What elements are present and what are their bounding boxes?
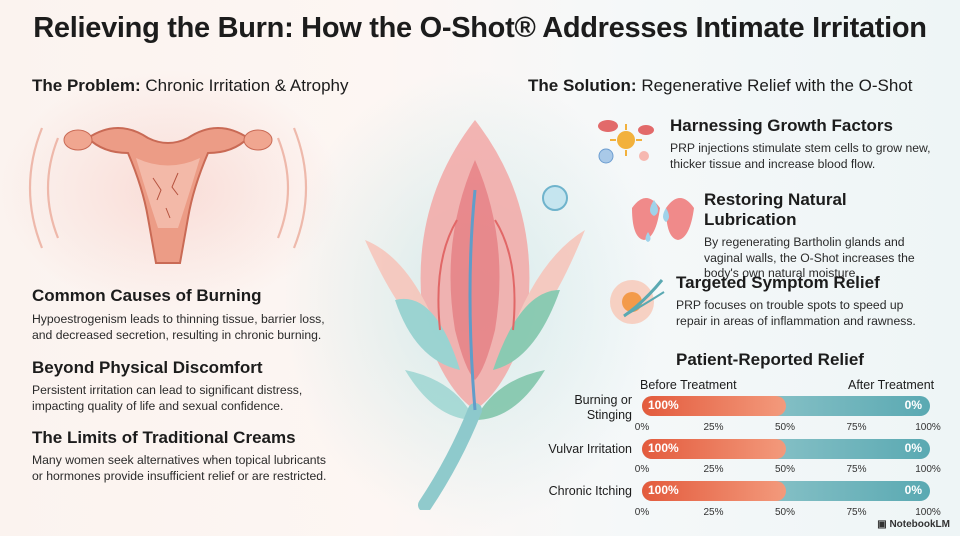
- relief-tick-label: 50%: [774, 507, 796, 518]
- solution-item-title: Harnessing Growth Factors: [670, 116, 893, 135]
- relief-tick-label: 0%: [634, 464, 650, 475]
- relief-ticks-itching: 0% 25% 50% 75% 100%: [0, 507, 960, 519]
- problem-item-text: Hypoestrogenism leads to thinning tissue…: [32, 312, 325, 342]
- relief-row-label: Vulvar Irritation: [548, 442, 632, 456]
- relief-tick-label: 75%: [846, 464, 867, 475]
- relief-tick-label: 75%: [846, 422, 867, 433]
- solution-item-growth-factors: Harnessing Growth Factors PRP injections…: [670, 116, 940, 172]
- problem-heading-rest: Chronic Irritation & Atrophy: [140, 76, 349, 95]
- problem-item-title: Common Causes of Burning: [32, 286, 262, 305]
- problem-item-discomfort: Beyond Physical Discomfort Persistent ir…: [32, 358, 332, 414]
- problem-item-text: Persistent irritation can lead to signif…: [32, 383, 303, 413]
- relief-bar-track: 100% 0%: [642, 439, 930, 459]
- problem-heading-bold: The Problem:: [32, 76, 141, 95]
- relief-tick-label: 50%: [774, 464, 796, 475]
- lubrication-icon: [632, 198, 694, 242]
- relief-tick-label: 25%: [703, 464, 724, 475]
- solution-item-title: Targeted Symptom Relief: [676, 273, 880, 292]
- relief-title: Patient-Reported Relief: [676, 350, 864, 369]
- relief-tick-label: 50%: [774, 422, 796, 433]
- relief-tick-label: 75%: [846, 507, 867, 518]
- solution-heading: The Solution: Regenerative Relief with t…: [528, 76, 913, 96]
- relief-bar-fill: [642, 439, 786, 459]
- page-title: Relieving the Burn: How the O-Shot® Addr…: [33, 12, 927, 44]
- problem-item-creams: The Limits of Traditional Creams Many wo…: [32, 428, 332, 484]
- relief-bar-fill: [642, 396, 786, 416]
- relief-row-label: Burning or Stinging: [574, 393, 632, 422]
- solution-item-text: PRP injections stimulate stem cells to g…: [670, 141, 931, 171]
- floral-illustration: [365, 120, 585, 510]
- relief-tick-label: 0%: [634, 422, 650, 433]
- solution-item-symptom-relief: Targeted Symptom Relief PRP focuses on t…: [676, 273, 936, 329]
- relief-before-value: 100%: [648, 483, 679, 497]
- relief-before-value: 100%: [648, 441, 679, 455]
- relief-tick-label: 25%: [703, 422, 724, 433]
- problem-item-title: Beyond Physical Discomfort: [32, 358, 263, 377]
- relief-bar-track: 100% 0%: [642, 396, 930, 416]
- growth-factor-icon: [598, 120, 654, 164]
- targeted-relief-icon: [610, 279, 665, 324]
- relief-tick-label: 100%: [915, 507, 941, 518]
- brand-logo: ▣ NotebookLM: [877, 519, 950, 530]
- solution-item-text: PRP focuses on trouble spots to speed up…: [676, 298, 916, 328]
- relief-tick-label: 100%: [915, 464, 941, 475]
- brand-name: NotebookLM: [889, 519, 950, 530]
- relief-before-value: 100%: [648, 398, 679, 412]
- relief-row-label: Chronic Itching: [548, 484, 632, 498]
- solution-item-lubrication: Restoring Natural Lubrication By regener…: [704, 190, 934, 282]
- solution-item-text: By regenerating Bartholin glands and vag…: [704, 235, 915, 280]
- relief-bar-fill: [642, 481, 786, 501]
- solution-heading-bold: The Solution:: [528, 76, 637, 95]
- relief-tick-label: 100%: [915, 422, 941, 433]
- problem-item-text: Many women seek alternatives when topica…: [32, 453, 327, 483]
- relief-ticks-vulvar: 0% 25% 50% 75% 100%: [0, 464, 960, 476]
- relief-bar-track: 100% 0%: [642, 481, 930, 501]
- relief-after-value: 0%: [904, 441, 922, 455]
- relief-tick-label: 25%: [703, 507, 724, 518]
- relief-ticks-burning: 0% 25% 50% 75% 100%: [0, 422, 960, 434]
- relief-after-value: 0%: [904, 398, 922, 412]
- relief-tick-label: 0%: [634, 507, 650, 518]
- before-treatment-label: Before Treatment: [640, 378, 737, 392]
- problem-item-causes: Common Causes of Burning Hypoestrogenism…: [32, 286, 332, 343]
- after-treatment-label: After Treatment: [848, 378, 935, 392]
- problem-item-title: The Limits of Traditional Creams: [32, 428, 296, 447]
- relief-after-value: 0%: [904, 483, 922, 497]
- uterus-illustration: [28, 127, 308, 264]
- solution-heading-rest: Regenerative Relief with the O-Shot: [636, 76, 913, 95]
- solution-item-title: Restoring Natural Lubrication: [704, 190, 847, 229]
- problem-heading: The Problem: Chronic Irritation & Atroph…: [32, 76, 349, 96]
- brand-icon: ▣: [877, 519, 890, 530]
